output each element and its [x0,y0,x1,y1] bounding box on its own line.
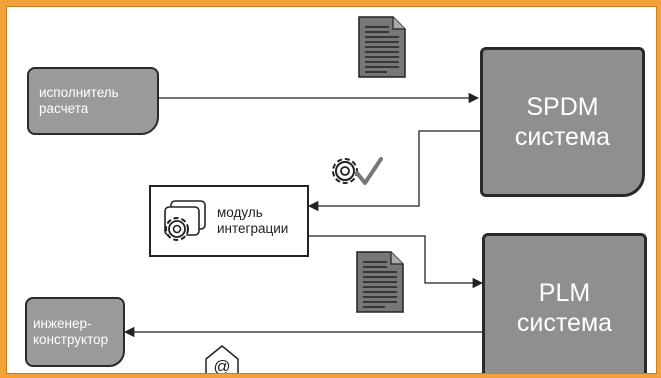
svg-text:@: @ [213,357,230,374]
executor-label: исполнитель расчета [39,85,119,116]
spdm-system-node: SPDM система [480,47,645,197]
arrow-integration-to-plm [307,235,484,289]
integration-module-node: модуль интеграции [149,185,309,257]
connector-lines [123,92,484,338]
spdm-label: SPDM система [514,93,611,151]
document-icon [356,251,404,313]
engineer-node: инженер- конструктор [25,297,125,367]
executor-node: исполнитель расчета [27,67,159,135]
email-icon: @ [205,345,239,374]
plm-system-node: PLM система [482,233,647,373]
engineer-label: инженер- конструктор [33,316,109,347]
integration-label: модуль интеграции [217,205,289,236]
gear-check-icon [332,157,383,185]
integration-gear-icon [164,200,206,241]
arrow-spdm-to-integration [307,130,480,212]
document-icon [358,16,406,78]
plm-label: PLM система [516,279,613,337]
diagram-canvas: @ исполнитель расчета SPDM система модул… [6,6,657,374]
